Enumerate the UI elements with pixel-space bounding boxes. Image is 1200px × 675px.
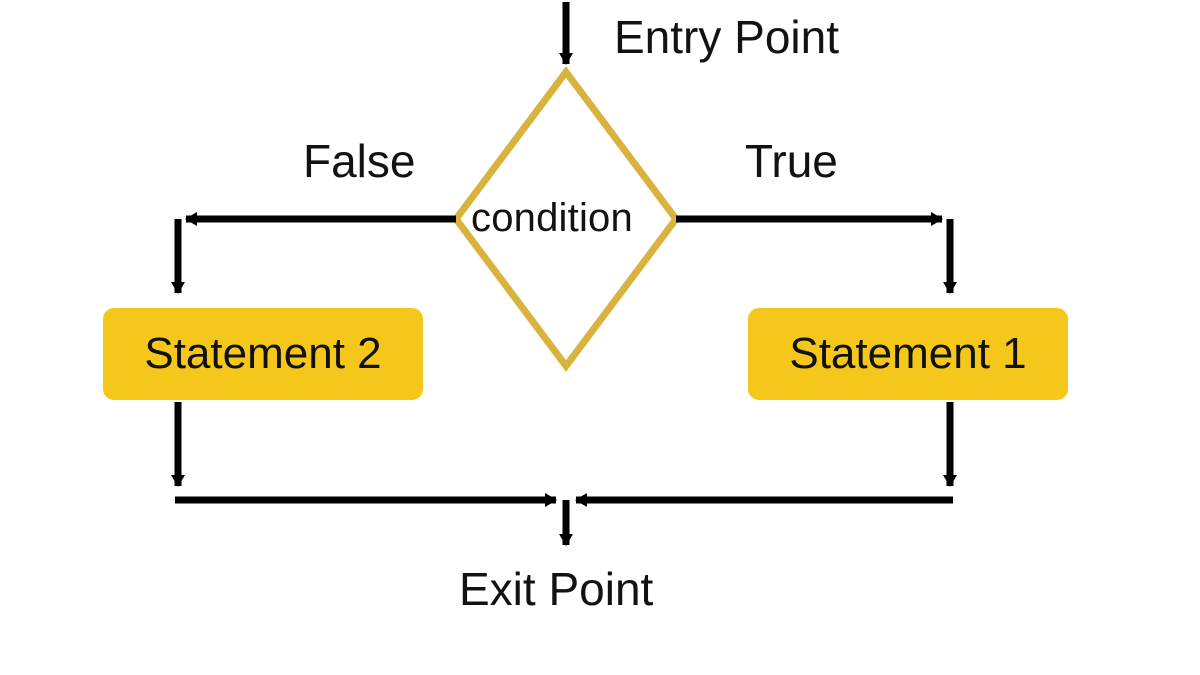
false-branch-label: False <box>303 135 416 187</box>
statement-box-left-label: Statement 2 <box>144 329 382 378</box>
statement-box-right: Statement 1 <box>748 308 1068 400</box>
statement-box-right-label: Statement 1 <box>789 329 1027 378</box>
entry-point-label: Entry Point <box>614 11 839 63</box>
decision-diamond <box>451 66 681 372</box>
exit-point-label: Exit Point <box>459 563 654 615</box>
true-branch-label: True <box>745 135 838 187</box>
statement-box-left: Statement 2 <box>103 308 423 400</box>
decision-condition-label: condition <box>471 196 633 240</box>
